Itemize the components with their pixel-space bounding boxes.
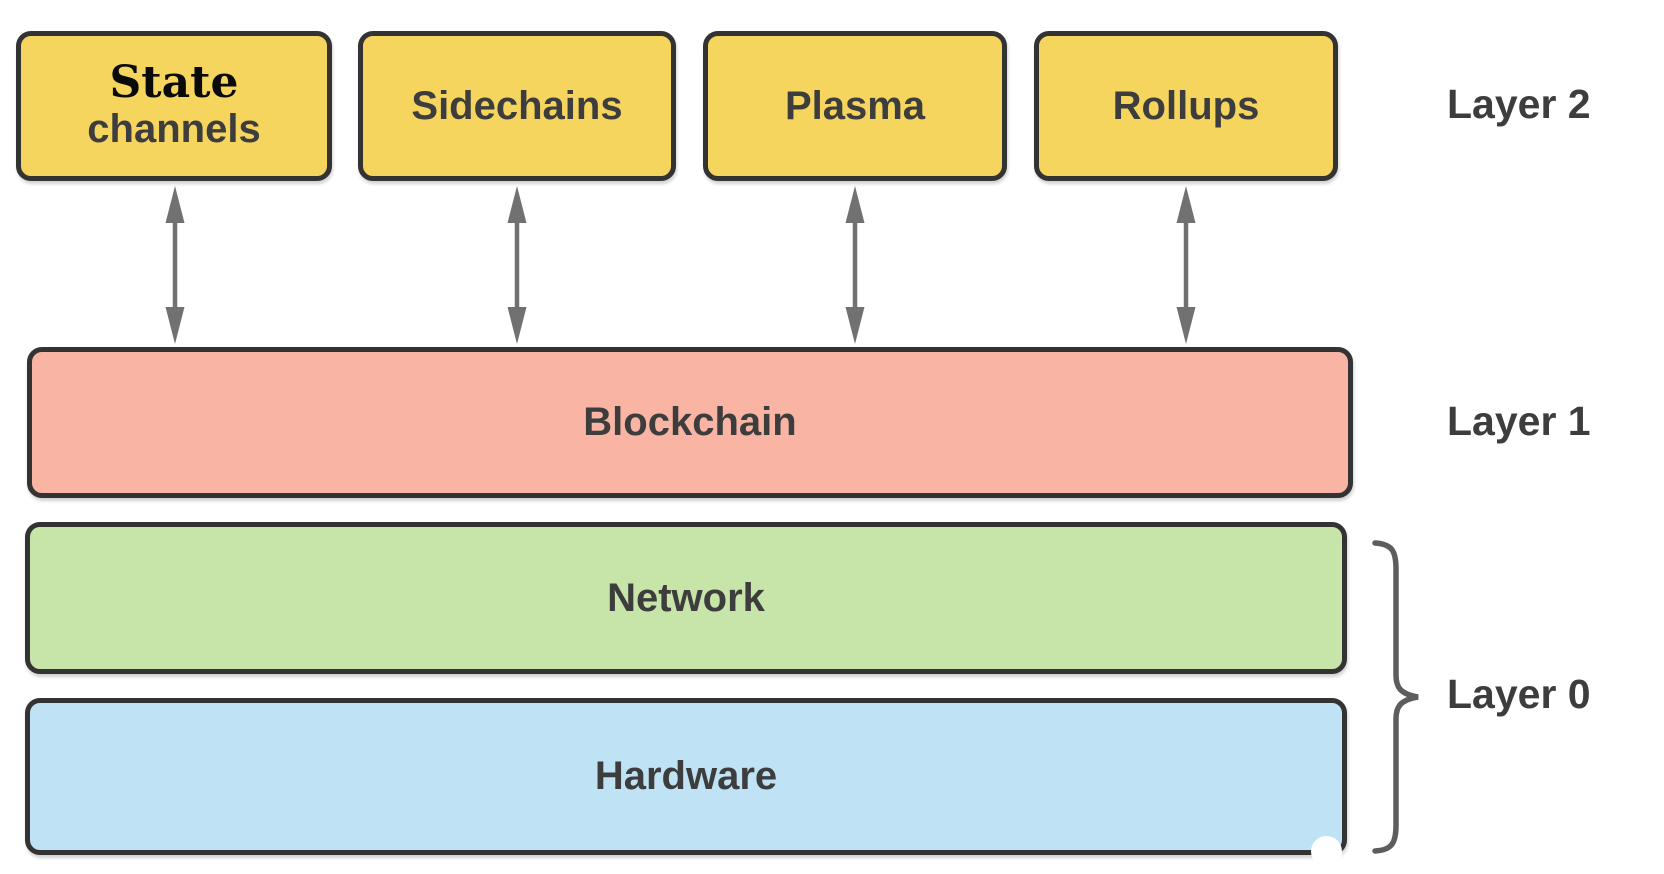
bidirectional-arrow-icon bbox=[845, 186, 865, 344]
layer-2-label: Layer 2 bbox=[1447, 81, 1591, 127]
hardware-box: Hardware bbox=[25, 698, 1347, 855]
bidirectional-arrow-icon bbox=[507, 186, 527, 344]
bidirectional-arrow-icon bbox=[1176, 186, 1196, 344]
bidirectional-arrow-icon bbox=[165, 186, 185, 344]
network-label: Network bbox=[607, 575, 765, 620]
rollups-label: Rollups bbox=[1112, 83, 1260, 128]
sidechains-box: Sidechains bbox=[358, 31, 676, 181]
hardware-label: Hardware bbox=[594, 754, 778, 798]
sidechains-label: Sidechains bbox=[411, 83, 623, 128]
network-box: Network bbox=[25, 522, 1347, 674]
white-notch-artifact bbox=[1311, 836, 1342, 867]
state-channels-label-line1: State bbox=[109, 57, 239, 108]
plasma-label: Plasma bbox=[784, 83, 926, 128]
layer-1-label: Layer 1 bbox=[1447, 398, 1591, 444]
layer-0-label: Layer 0 bbox=[1447, 671, 1591, 717]
blockchain-box: Blockchain bbox=[27, 347, 1353, 498]
state-channels-box: State channels bbox=[16, 31, 332, 181]
plasma-box: Plasma bbox=[703, 31, 1007, 181]
right-curly-brace-icon bbox=[1372, 540, 1419, 854]
state-channels-label-line2: channels bbox=[87, 107, 261, 151]
blockchain-label: Blockchain bbox=[583, 400, 797, 444]
rollups-box: Rollups bbox=[1034, 31, 1338, 181]
